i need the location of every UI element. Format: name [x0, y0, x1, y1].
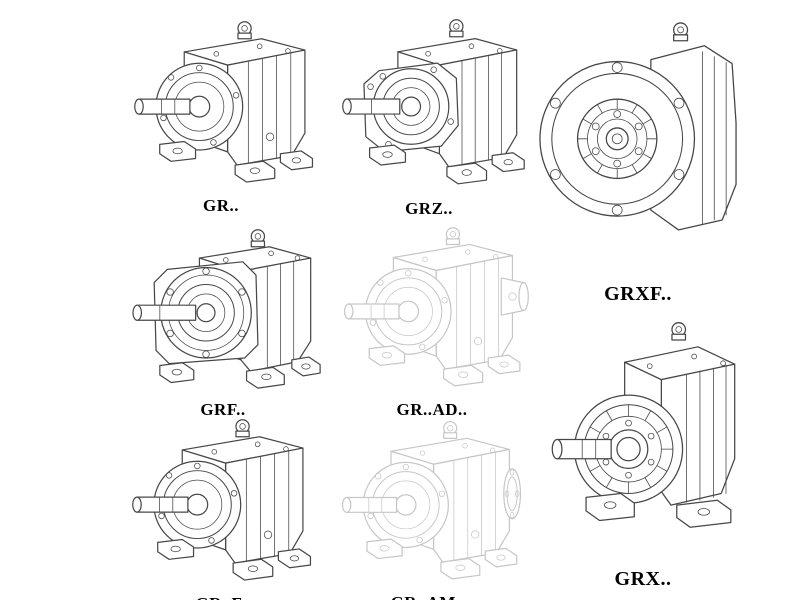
- helical-gearbox-input-adapter-drawing: [343, 227, 529, 387]
- gearbox-figure-gram: GR..AM..: [330, 418, 526, 600]
- gearbox-figure-grad: GR..AD..: [332, 224, 532, 420]
- gearbox-figure-grf: GRF..: [124, 226, 322, 420]
- helical-gearbox-foot-mounted-drawing: [134, 21, 314, 183]
- helical-gearbox-large-foot-mounted-drawing: [551, 322, 736, 528]
- helical-gearbox-motor-flange-drawing: [341, 421, 522, 580]
- gearbox-label-grf: GRF..: [200, 399, 246, 419]
- gearbox-figure-grxf: GRXF..: [534, 16, 742, 306]
- gearbox-figure-gr: GR..: [122, 18, 320, 216]
- helical-gearbox-flange-mounted-drawing: [132, 229, 321, 389]
- gearbox-label-grad: GR..AD..: [396, 400, 468, 420]
- gearbox-label-gram: GR..AM..: [391, 593, 466, 600]
- gearbox-label-grff: GR..F: [196, 594, 243, 600]
- gearbox-figure-grff: GR..F: [120, 416, 318, 600]
- helical-gearbox-foot-mounted-drawing: [132, 419, 312, 581]
- gearbox-label-grz: GRZ..: [405, 199, 453, 219]
- gearbox-label-gr: GR..: [203, 196, 239, 216]
- helical-gearbox-foot-mounted-variant-drawing: [342, 19, 525, 185]
- gearbox-label-grx: GRX..: [614, 568, 672, 591]
- gearbox-figure-grz: GRZ..: [330, 16, 528, 219]
- gearbox-label-grxf: GRXF..: [604, 282, 672, 305]
- helical-gearbox-flange-front-view-drawing: [539, 22, 737, 231]
- gearbox-figure-grx: GRX..: [532, 314, 754, 591]
